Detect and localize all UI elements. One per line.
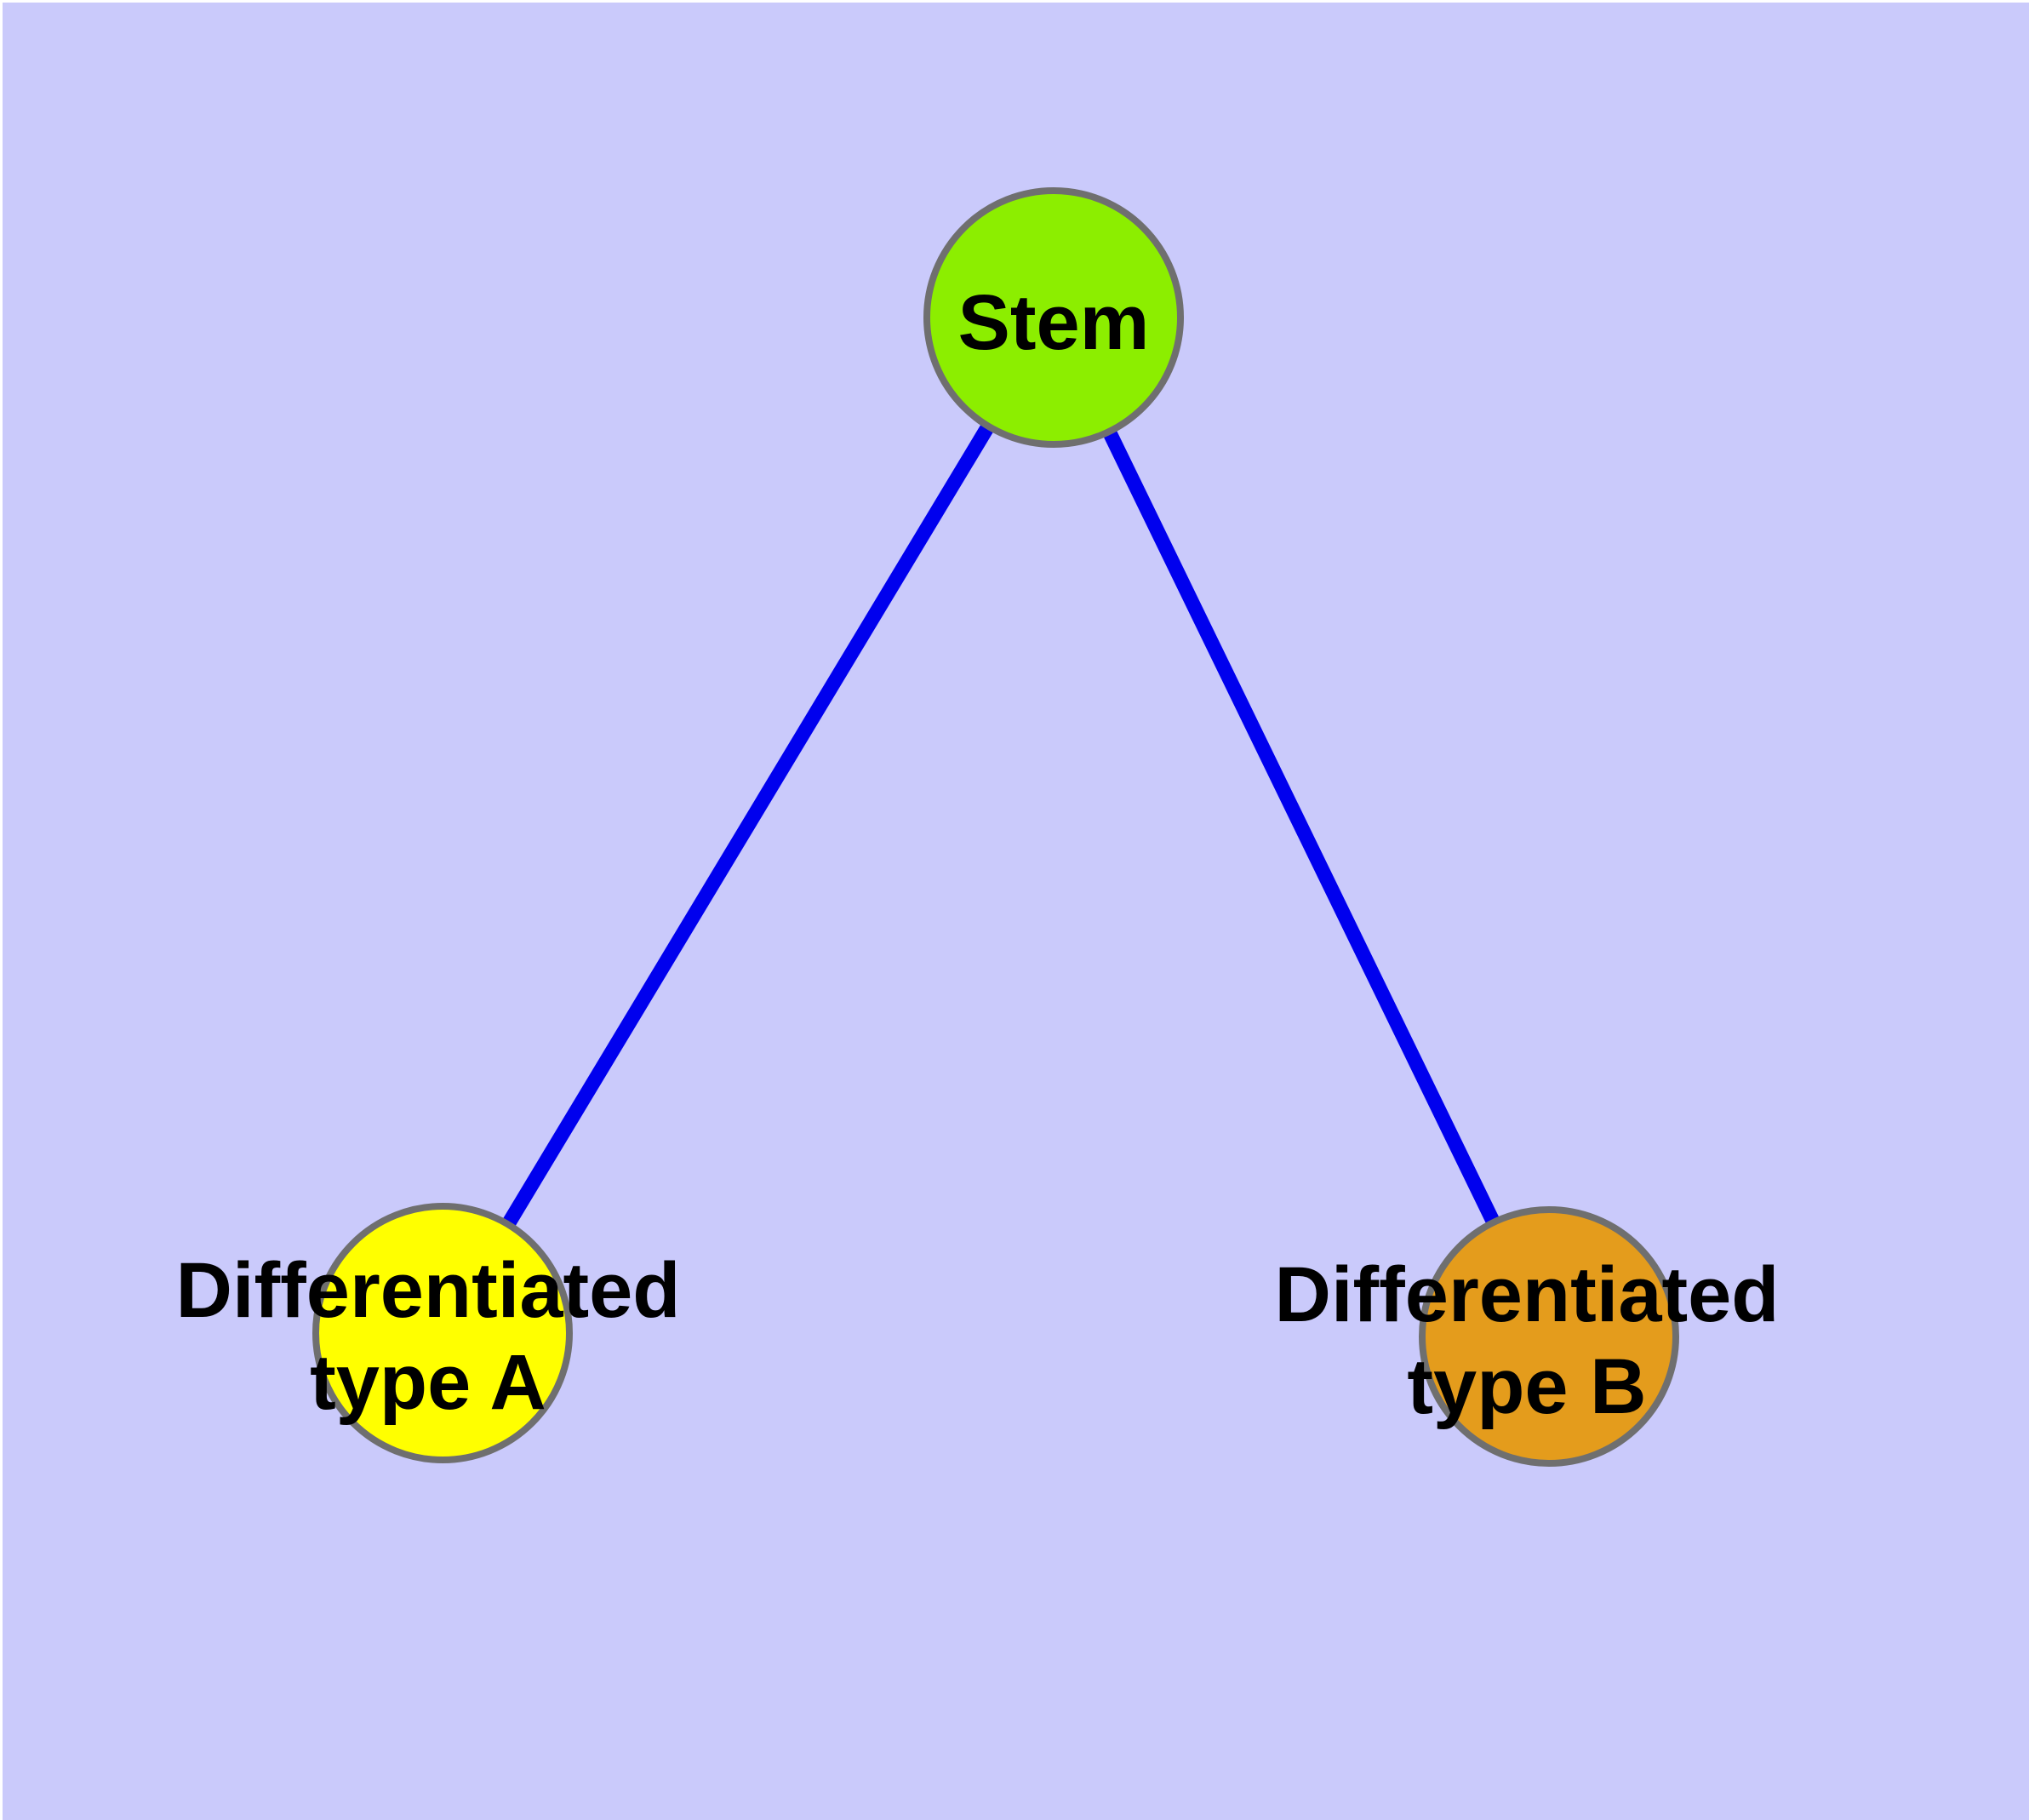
node-type-a-circle[interactable] — [312, 1203, 573, 1463]
edge-stem-to-type-b — [1047, 314, 1556, 1340]
node-type-b-circle[interactable] — [1419, 1206, 1679, 1467]
node-stem-circle[interactable] — [923, 187, 1184, 448]
node-type-b-label: Differentiated type B — [1274, 1251, 1780, 1430]
node-stem-label: Stem — [957, 279, 1150, 366]
edge-stem-to-type-a — [436, 313, 1060, 1337]
node-type-a-label: Differentiated type A — [175, 1247, 681, 1426]
